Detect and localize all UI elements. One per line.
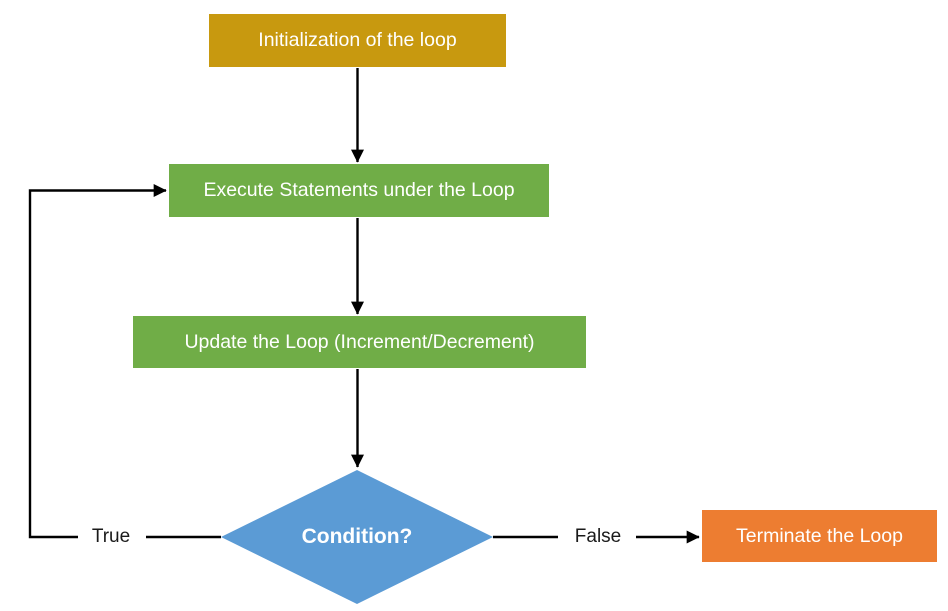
node-execute-statements: Execute Statements under the Loop xyxy=(169,164,549,217)
node-update-loop: Update the Loop (Increment/Decrement) xyxy=(133,316,586,368)
edge-label-true: True xyxy=(87,526,135,548)
node-initialization: Initialization of the loop xyxy=(209,14,506,67)
arrow-true-loopback xyxy=(28,184,167,539)
node-terminate-loop: Terminate the Loop xyxy=(702,510,937,562)
edge-label-false: False xyxy=(570,526,626,548)
